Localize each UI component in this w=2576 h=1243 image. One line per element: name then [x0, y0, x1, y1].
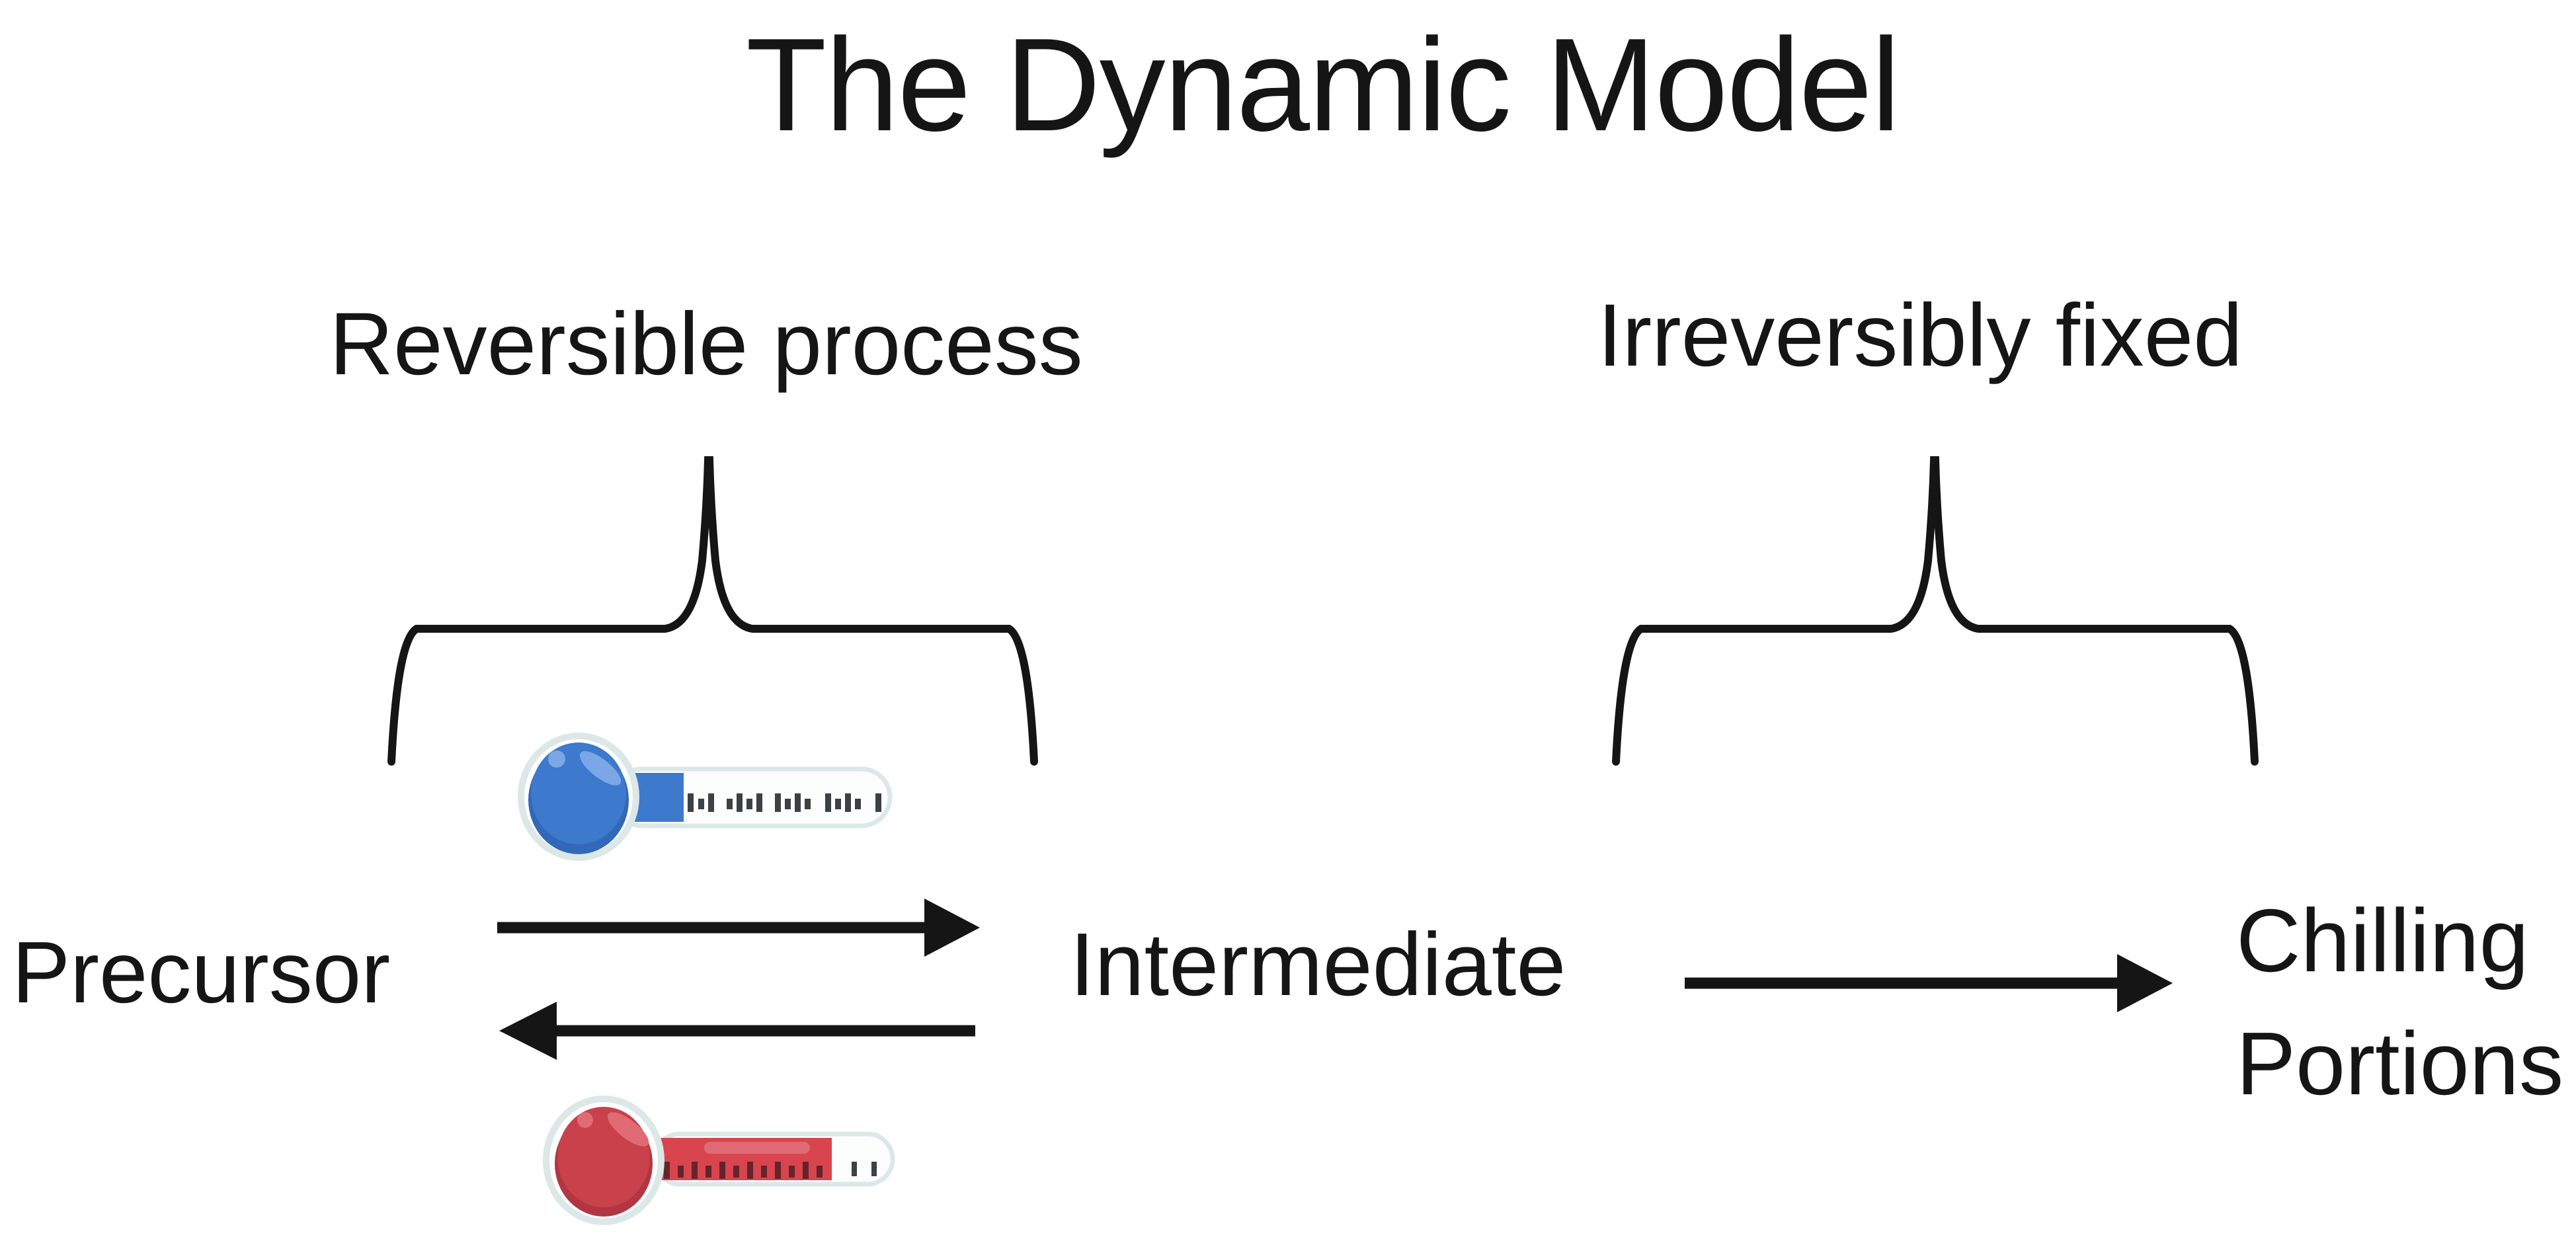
node-intermediate: Intermediate — [1070, 914, 1566, 1014]
page-title: The Dynamic Model — [746, 11, 1900, 159]
arrow-to-chilling-icon — [1685, 954, 2173, 1012]
thermometer-cold-ticks — [688, 793, 881, 812]
overbrace-reversible-icon — [387, 456, 1038, 766]
arrow-backward-icon — [499, 1002, 975, 1060]
thermometer-cold-icon — [518, 733, 893, 861]
chilling-portions-line1: Chilling — [2236, 891, 2529, 990]
thermometer-hot-icon — [543, 1096, 895, 1225]
node-chilling-portions: Chilling Portions — [2236, 879, 2563, 1125]
chilling-portions-line2: Portions — [2236, 1014, 2564, 1113]
label-reversible-process: Reversible process — [329, 295, 1083, 393]
thermometer-hot-ticks — [664, 1162, 823, 1179]
label-irreversibly-fixed: Irreversibly fixed — [1597, 286, 2243, 385]
arrow-forward-icon — [497, 899, 980, 957]
thermometer-hot-tip-ticks — [852, 1162, 877, 1176]
overbrace-irreversible-icon — [1612, 456, 2259, 766]
node-precursor: Precursor — [12, 924, 391, 1021]
